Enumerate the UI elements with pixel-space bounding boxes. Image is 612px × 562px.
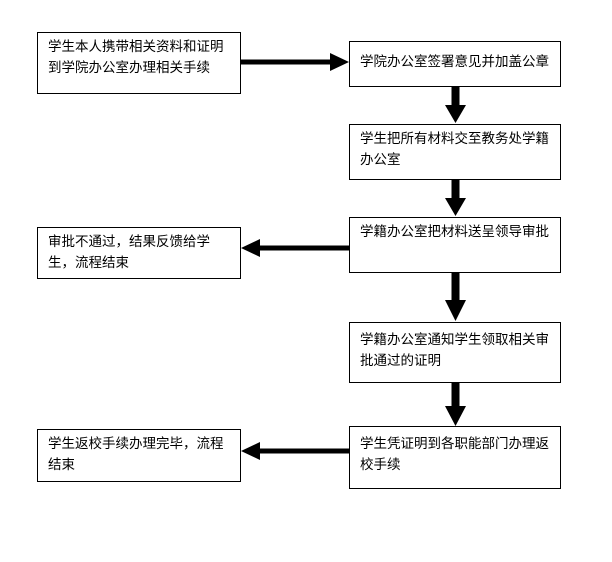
step-5-box: 学籍办公室通知学生领取相关审批通过的证明 — [349, 322, 561, 383]
arrow-step4-to-rejected — [241, 239, 349, 257]
arrow-step6-to-completed — [241, 442, 349, 460]
step-2-box: 学院办公室签署意见并加盖公章 — [349, 41, 561, 87]
step-6-box: 学生凭证明到各职能部门办理返校手续 — [349, 426, 561, 489]
arrow-step4-to-step5 — [445, 273, 466, 321]
outcome-completed-box: 学生返校手续办理完毕，流程结束 — [37, 429, 241, 482]
arrow-step1-to-step2 — [241, 53, 349, 71]
arrow-step5-to-step6 — [445, 383, 466, 426]
step-1-box: 学生本人携带相关资料和证明到学院办公室办理相关手续 — [37, 32, 241, 94]
outcome-rejected-box: 审批不通过，结果反馈给学生，流程结束 — [37, 227, 241, 279]
step-3-box: 学生把所有材料交至教务处学籍办公室 — [349, 124, 561, 180]
step-4-box: 学籍办公室把材料送呈领导审批 — [349, 217, 561, 273]
arrow-step2-to-step3 — [445, 87, 466, 123]
arrow-step3-to-step4 — [445, 180, 466, 216]
